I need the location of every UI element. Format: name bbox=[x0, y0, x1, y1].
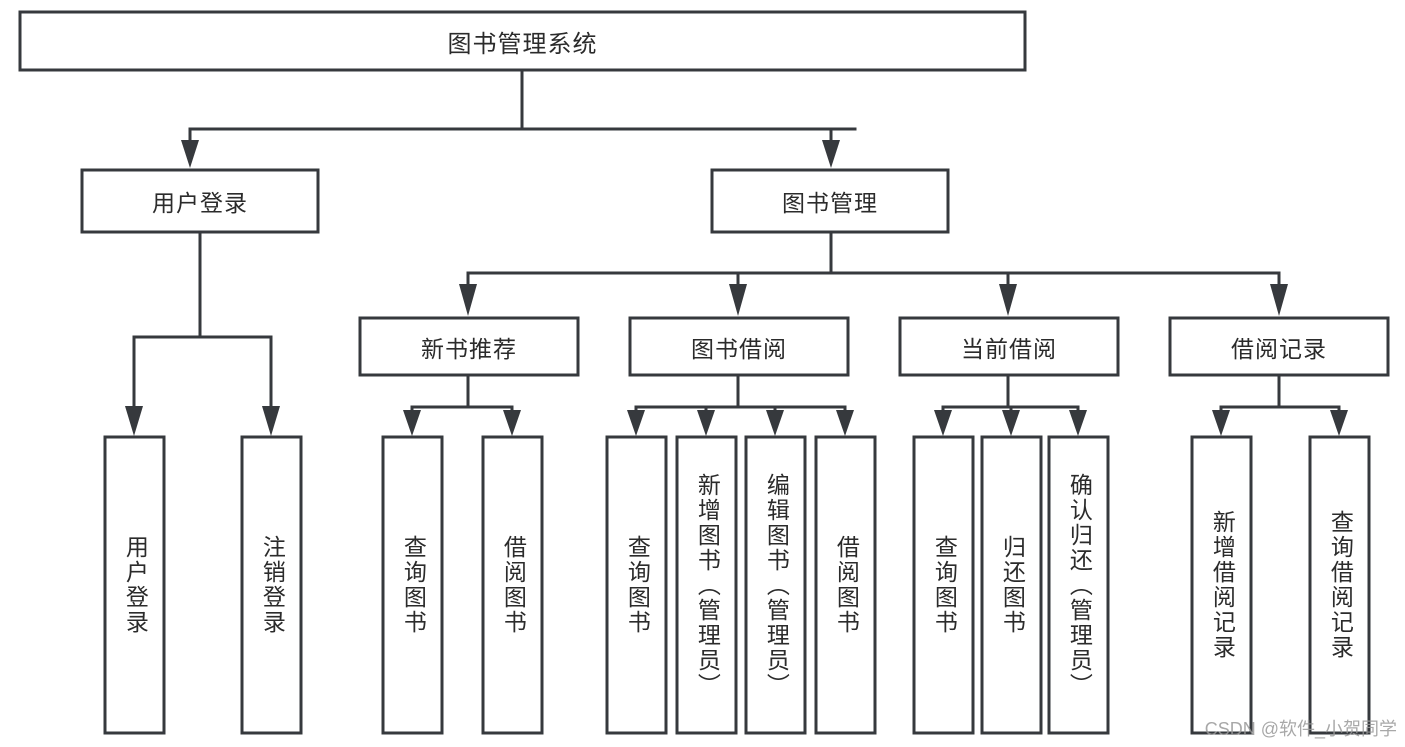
connector-new-book-to-leaves bbox=[403, 374, 521, 436]
arrow-head-icon bbox=[627, 410, 645, 436]
node-leaf-confirm-return[interactable] bbox=[1047, 435, 1110, 735]
connector-root-to-level1 bbox=[181, 69, 857, 168]
arrow-head-icon bbox=[822, 140, 840, 168]
connector-book-borrow-to-leaves bbox=[627, 374, 854, 436]
arrow-head-icon bbox=[1069, 410, 1087, 436]
arrow-head-icon bbox=[1270, 284, 1288, 316]
connector-current-borrow-to-leaves bbox=[934, 374, 1087, 436]
arrow-head-icon bbox=[999, 284, 1017, 316]
arrow-head-icon bbox=[1330, 410, 1348, 436]
node-leaf-return-book[interactable] bbox=[980, 435, 1043, 735]
node-leaf-add-book[interactable] bbox=[675, 435, 738, 735]
arrow-head-icon bbox=[836, 410, 854, 436]
node-book-borrow[interactable] bbox=[628, 316, 850, 377]
connector-borrow-record-to-leaves bbox=[1212, 374, 1348, 436]
node-leaf-query-book-3[interactable] bbox=[912, 435, 975, 735]
node-leaf-query-record[interactable] bbox=[1308, 435, 1371, 735]
node-leaf-edit-book[interactable] bbox=[744, 435, 807, 735]
arrow-head-icon bbox=[459, 284, 477, 316]
node-leaf-user-login[interactable] bbox=[103, 435, 166, 735]
node-leaf-query-book-2[interactable] bbox=[605, 435, 668, 735]
arrow-head-icon bbox=[1002, 410, 1020, 436]
node-root[interactable] bbox=[18, 10, 1027, 72]
node-leaf-borrow-book-1[interactable] bbox=[481, 435, 544, 735]
node-leaf-borrow-book-2[interactable] bbox=[814, 435, 877, 735]
arrow-head-icon bbox=[262, 406, 280, 436]
arrow-head-icon bbox=[934, 410, 952, 436]
connector-book-mgmt-to-level2 bbox=[459, 231, 1288, 316]
arrow-head-icon bbox=[503, 410, 521, 436]
node-new-book-recommend[interactable] bbox=[358, 316, 580, 377]
arrow-head-icon bbox=[729, 284, 747, 316]
arrow-head-icon bbox=[403, 410, 421, 436]
node-leaf-user-logout[interactable] bbox=[240, 435, 303, 735]
arrow-head-icon bbox=[181, 140, 199, 168]
node-borrow-record[interactable] bbox=[1168, 316, 1390, 377]
node-leaf-query-book-1[interactable] bbox=[381, 435, 444, 735]
node-user-login[interactable] bbox=[80, 168, 320, 234]
arrow-head-icon bbox=[697, 410, 715, 436]
node-leaf-add-record[interactable] bbox=[1190, 435, 1253, 735]
node-book-management[interactable] bbox=[710, 168, 950, 234]
node-current-borrow[interactable] bbox=[898, 316, 1120, 377]
arrow-head-icon bbox=[125, 406, 143, 436]
connector-user-login-to-leaves bbox=[125, 231, 280, 436]
arrow-head-icon bbox=[766, 410, 784, 436]
arrow-head-icon bbox=[1212, 410, 1230, 436]
